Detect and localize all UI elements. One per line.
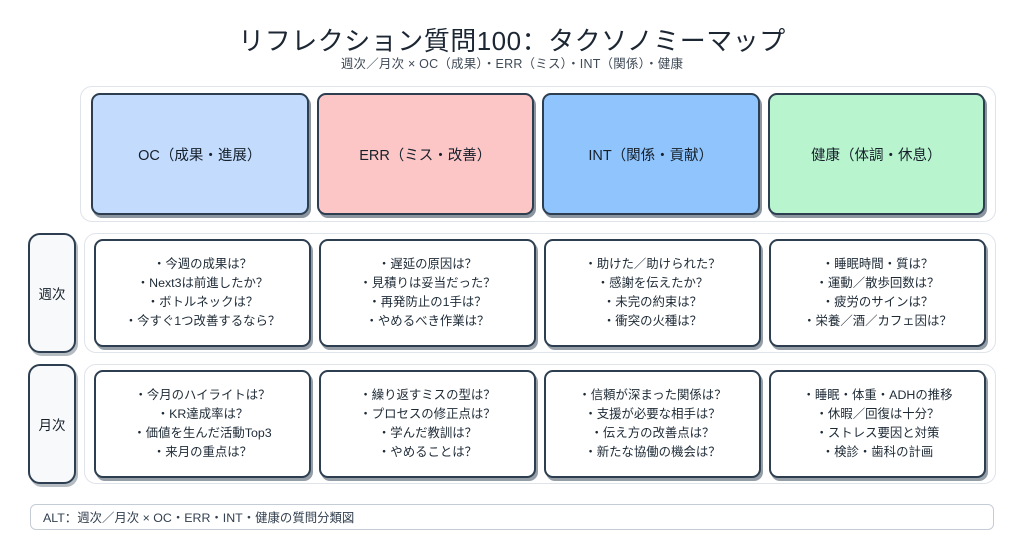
column-header-health-label: 健康（体調・休息） — [811, 147, 942, 164]
matrix-row-weekly: 週次 ・今週の成果は？ ・Next3は前進したか？ ・ボトルネックは？ ・今すぐ… — [28, 233, 996, 353]
cell-weekly-int: ・助けた／助けられた？ ・感謝を伝えたか？ ・未完の約束は？ ・衝突の火種は？ — [544, 239, 761, 347]
row-label-monthly-text: 月次 — [38, 418, 66, 433]
page-subtitle: 週次／月次 × OC（成果）・ERR（ミス）・INT（関係）・健康 — [340, 56, 684, 71]
cell-weekly-health: ・睡眠時間・質は？ ・運動／散歩回数は？ ・疲労のサインは？ ・栄養／酒／カフェ… — [769, 239, 986, 347]
cell-weekly-int-text: ・助けた／助けられた？ ・感謝を伝えたか？ ・未完の約束は？ ・衝突の火種は？ — [584, 256, 721, 329]
cell-monthly-int-text: ・信頼が深まった関係は？ ・支援が必要な相手は？ ・伝え方の改善点は？ ・新たな… — [578, 387, 727, 460]
column-header-int: INT（関係・貢献） — [542, 93, 760, 215]
column-header-err-label: ERR（ミス・改善） — [359, 147, 492, 164]
column-header-oc: OC（成果・進展） — [91, 93, 309, 215]
title-block: リフレクション質問100：タクソノミーマップ 週次／月次 × OC（成果）・ER… — [0, 0, 1024, 72]
cell-monthly-oc-text: ・今月のハイライトは？ ・KR達成率は？ ・価値を生んだ活動Top3 ・来月の重… — [133, 387, 272, 460]
cell-monthly-err-text: ・繰り返すミスの型は？ ・プロセスの修正点は？ ・学んだ教訓は？ ・やめることは… — [359, 387, 496, 460]
cell-weekly-oc: ・今週の成果は？ ・Next3は前進したか？ ・ボトルネックは？ ・今すぐ1つ改… — [94, 239, 311, 347]
cell-monthly-err: ・繰り返すミスの型は？ ・プロセスの修正点は？ ・学んだ教訓は？ ・やめることは… — [319, 370, 536, 478]
matrix-row-monthly-cells: ・今月のハイライトは？ ・KR達成率は？ ・価値を生んだ活動Top3 ・来月の重… — [84, 364, 996, 484]
column-header-health: 健康（体調・休息） — [767, 93, 985, 215]
matrix-header-row: OC（成果・進展） ERR（ミス・改善） INT（関係・貢献） 健康（体調・休息… — [80, 86, 996, 222]
cell-monthly-oc: ・今月のハイライトは？ ・KR達成率は？ ・価値を生んだ活動Top3 ・来月の重… — [94, 370, 311, 478]
row-label-weekly-text: 週次 — [38, 287, 66, 302]
cell-weekly-oc-text: ・今週の成果は？ ・Next3は前進したか？ ・ボトルネックは？ ・今すぐ1つ改… — [124, 256, 281, 329]
row-label-monthly: 月次 — [28, 364, 76, 484]
taxonomy-matrix: OC（成果・進展） ERR（ミス・改善） INT（関係・貢献） 健康（体調・休息… — [28, 86, 996, 484]
cell-monthly-int: ・信頼が深まった関係は？ ・支援が必要な相手は？ ・伝え方の改善点は？ ・新たな… — [544, 370, 761, 478]
alt-caption-text: ALT：週次／月次 × OC・ERR・INT・健康の質問分類図 — [43, 511, 355, 525]
cell-monthly-health-text: ・睡眠・体重・ADHの推移 ・休暇／回復は十分？ ・ストレス要因と対策 ・検診・… — [802, 387, 953, 460]
cell-monthly-health: ・睡眠・体重・ADHの推移 ・休暇／回復は十分？ ・ストレス要因と対策 ・検診・… — [769, 370, 986, 478]
cell-weekly-health-text: ・睡眠時間・質は？ ・運動／散歩回数は？ ・疲労のサインは？ ・栄養／酒／カフェ… — [803, 256, 952, 329]
cell-weekly-err-text: ・遅延の原因は？ ・見積りは妥当だった？ ・再発防止の1手は？ ・やめるべき作業… — [359, 256, 496, 329]
row-label-weekly: 週次 — [28, 233, 76, 353]
matrix-row-monthly: 月次 ・今月のハイライトは？ ・KR達成率は？ ・価値を生んだ活動Top3 ・来… — [28, 364, 996, 484]
cell-weekly-err: ・遅延の原因は？ ・見積りは妥当だった？ ・再発防止の1手は？ ・やめるべき作業… — [319, 239, 536, 347]
alt-caption-bar: ALT：週次／月次 × OC・ERR・INT・健康の質問分類図 — [30, 504, 994, 530]
column-header-err: ERR（ミス・改善） — [316, 93, 534, 215]
column-header-oc-label: OC（成果・進展） — [138, 147, 262, 164]
matrix-row-weekly-cells: ・今週の成果は？ ・Next3は前進したか？ ・ボトルネックは？ ・今すぐ1つ改… — [84, 233, 996, 353]
page-title: リフレクション質問100：タクソノミーマップ — [238, 26, 786, 56]
column-header-int-label: INT（関係・貢献） — [588, 147, 714, 164]
